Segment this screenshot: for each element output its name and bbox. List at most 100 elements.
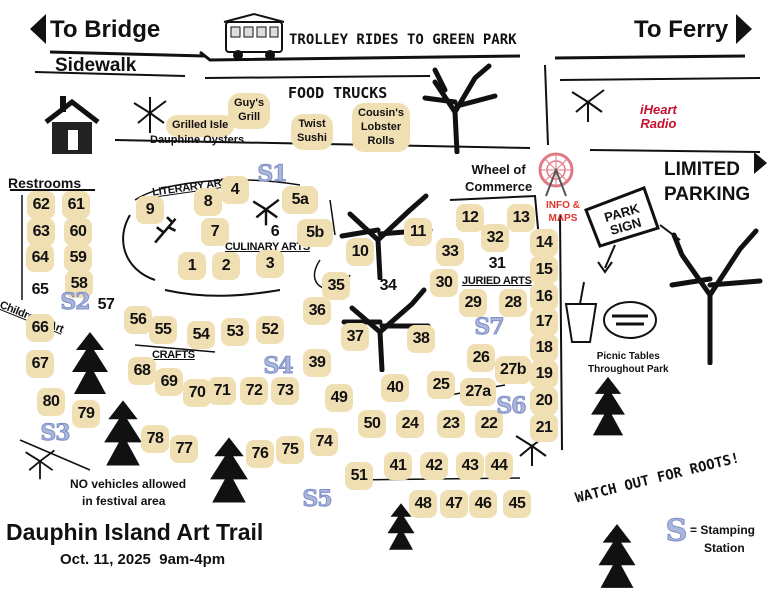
booth-18[interactable]: 18 [530,334,558,362]
booth-72[interactable]: 72 [240,377,268,405]
booth-56[interactable]: 56 [124,306,152,334]
booth-41[interactable]: 41 [384,452,412,480]
booth-33[interactable]: 33 [436,238,464,266]
booth-69[interactable]: 69 [155,368,183,396]
booth-21[interactable]: 21 [530,414,558,442]
booth-54[interactable]: 54 [187,321,215,349]
booth-27a[interactable]: 27a [460,378,496,406]
booth-23[interactable]: 23 [437,410,465,438]
booth-44[interactable]: 44 [485,452,513,480]
booth-55[interactable]: 55 [149,316,177,344]
truck-label: Twist [298,118,326,130]
booth-35[interactable]: 35 [322,272,350,300]
booth-66[interactable]: 66 [26,314,54,342]
booth-5a[interactable]: 5a [282,186,318,214]
stamp-station-s3[interactable]: S3 [40,420,71,447]
booth-11[interactable]: 11 [404,218,432,246]
booth-79[interactable]: 79 [72,400,100,428]
booth-80[interactable]: 80 [37,388,65,416]
booth-70[interactable]: 70 [183,379,211,407]
booth-78[interactable]: 78 [141,425,169,453]
booth-57[interactable]: 57 [97,296,115,313]
booth-77[interactable]: 77 [170,435,198,463]
stamp-station-s7[interactable]: S7 [474,314,505,341]
booth-45[interactable]: 45 [503,490,531,518]
booth-9[interactable]: 9 [136,196,164,224]
booth-25[interactable]: 25 [427,371,455,399]
booth-24[interactable]: 24 [396,410,424,438]
booth-67[interactable]: 67 [26,350,54,378]
booth-50[interactable]: 50 [358,410,386,438]
booth-61[interactable]: 61 [62,191,90,219]
booth-28[interactable]: 28 [499,289,527,317]
truck-label: Guy's [234,97,265,109]
booth-37[interactable]: 37 [341,323,369,351]
booth-68[interactable]: 68 [128,357,156,385]
booth-59[interactable]: 59 [64,244,92,272]
ferris-wheel-icon [538,152,574,197]
stamp-station-s1[interactable]: S1 [257,161,288,188]
booth-4[interactable]: 4 [221,176,249,204]
booth-6[interactable]: 6 [270,223,280,240]
iheart-line-1: iHeart [640,102,677,117]
booth-53[interactable]: 53 [221,318,249,346]
truck-dauphine-oysters: Dauphine Oysters [150,134,245,146]
booth-32[interactable]: 32 [481,224,509,252]
booth-36[interactable]: 36 [303,297,331,325]
booth-38[interactable]: 38 [407,325,435,353]
booth-63[interactable]: 63 [27,218,55,246]
booth-34[interactable]: 34 [379,277,397,294]
booth-17[interactable]: 17 [530,308,558,336]
booth-73[interactable]: 73 [271,377,299,405]
booth-8[interactable]: 8 [194,188,222,216]
booth-52[interactable]: 52 [256,316,284,344]
stamp-station-s6[interactable]: S6 [496,393,527,420]
booth-74[interactable]: 74 [310,428,338,456]
booth-48[interactable]: 48 [409,490,437,518]
booth-12[interactable]: 12 [456,204,484,232]
booth-29[interactable]: 29 [459,289,487,317]
booth-20[interactable]: 20 [530,387,558,415]
booth-10[interactable]: 10 [346,238,374,266]
booth-26[interactable]: 26 [467,344,495,372]
booth-75[interactable]: 75 [276,436,304,464]
booth-13[interactable]: 13 [507,204,535,232]
booth-31[interactable]: 31 [488,255,506,272]
booth-65[interactable]: 65 [31,281,49,298]
booth-71[interactable]: 71 [208,377,236,405]
booth-47[interactable]: 47 [440,490,468,518]
booth-60[interactable]: 60 [64,218,92,246]
booth-14[interactable]: 14 [530,229,558,257]
booth-22[interactable]: 22 [475,410,503,438]
event-title: Dauphin Island Art Trail [6,519,264,545]
booth-49[interactable]: 49 [325,384,353,412]
booth-62[interactable]: 62 [27,191,55,219]
booth-40[interactable]: 40 [381,374,409,402]
booth-27b[interactable]: 27b [495,356,531,384]
booth-5b[interactable]: 5b [297,219,333,247]
left-arrow-icon [30,14,46,44]
booth-43[interactable]: 43 [456,452,484,480]
stamp-station-s5[interactable]: S5 [302,486,333,513]
booth-64[interactable]: 64 [26,244,54,272]
stamp-station-s4[interactable]: S4 [263,353,294,380]
booth-1[interactable]: 1 [178,252,206,280]
booth-46[interactable]: 46 [469,490,497,518]
info-line-1: INFO & [546,200,580,211]
booth-3[interactable]: 3 [256,250,284,278]
booth-39[interactable]: 39 [303,349,331,377]
booth-19[interactable]: 19 [530,360,558,388]
booth-42[interactable]: 42 [420,452,448,480]
booth-7[interactable]: 7 [201,218,229,246]
booth-30[interactable]: 30 [430,269,458,297]
palm-icon [252,198,280,226]
booth-15[interactable]: 15 [530,256,558,284]
booth-2[interactable]: 2 [212,252,240,280]
booth-76[interactable]: 76 [246,440,274,468]
booth-51[interactable]: 51 [345,462,373,490]
booth-16[interactable]: 16 [530,283,558,311]
stamp-station-s2[interactable]: S2 [60,289,91,316]
booth-58[interactable]: 58 [65,270,93,298]
limited-line-1: LIMITED [664,159,740,180]
right-arrow-icon [736,14,752,44]
